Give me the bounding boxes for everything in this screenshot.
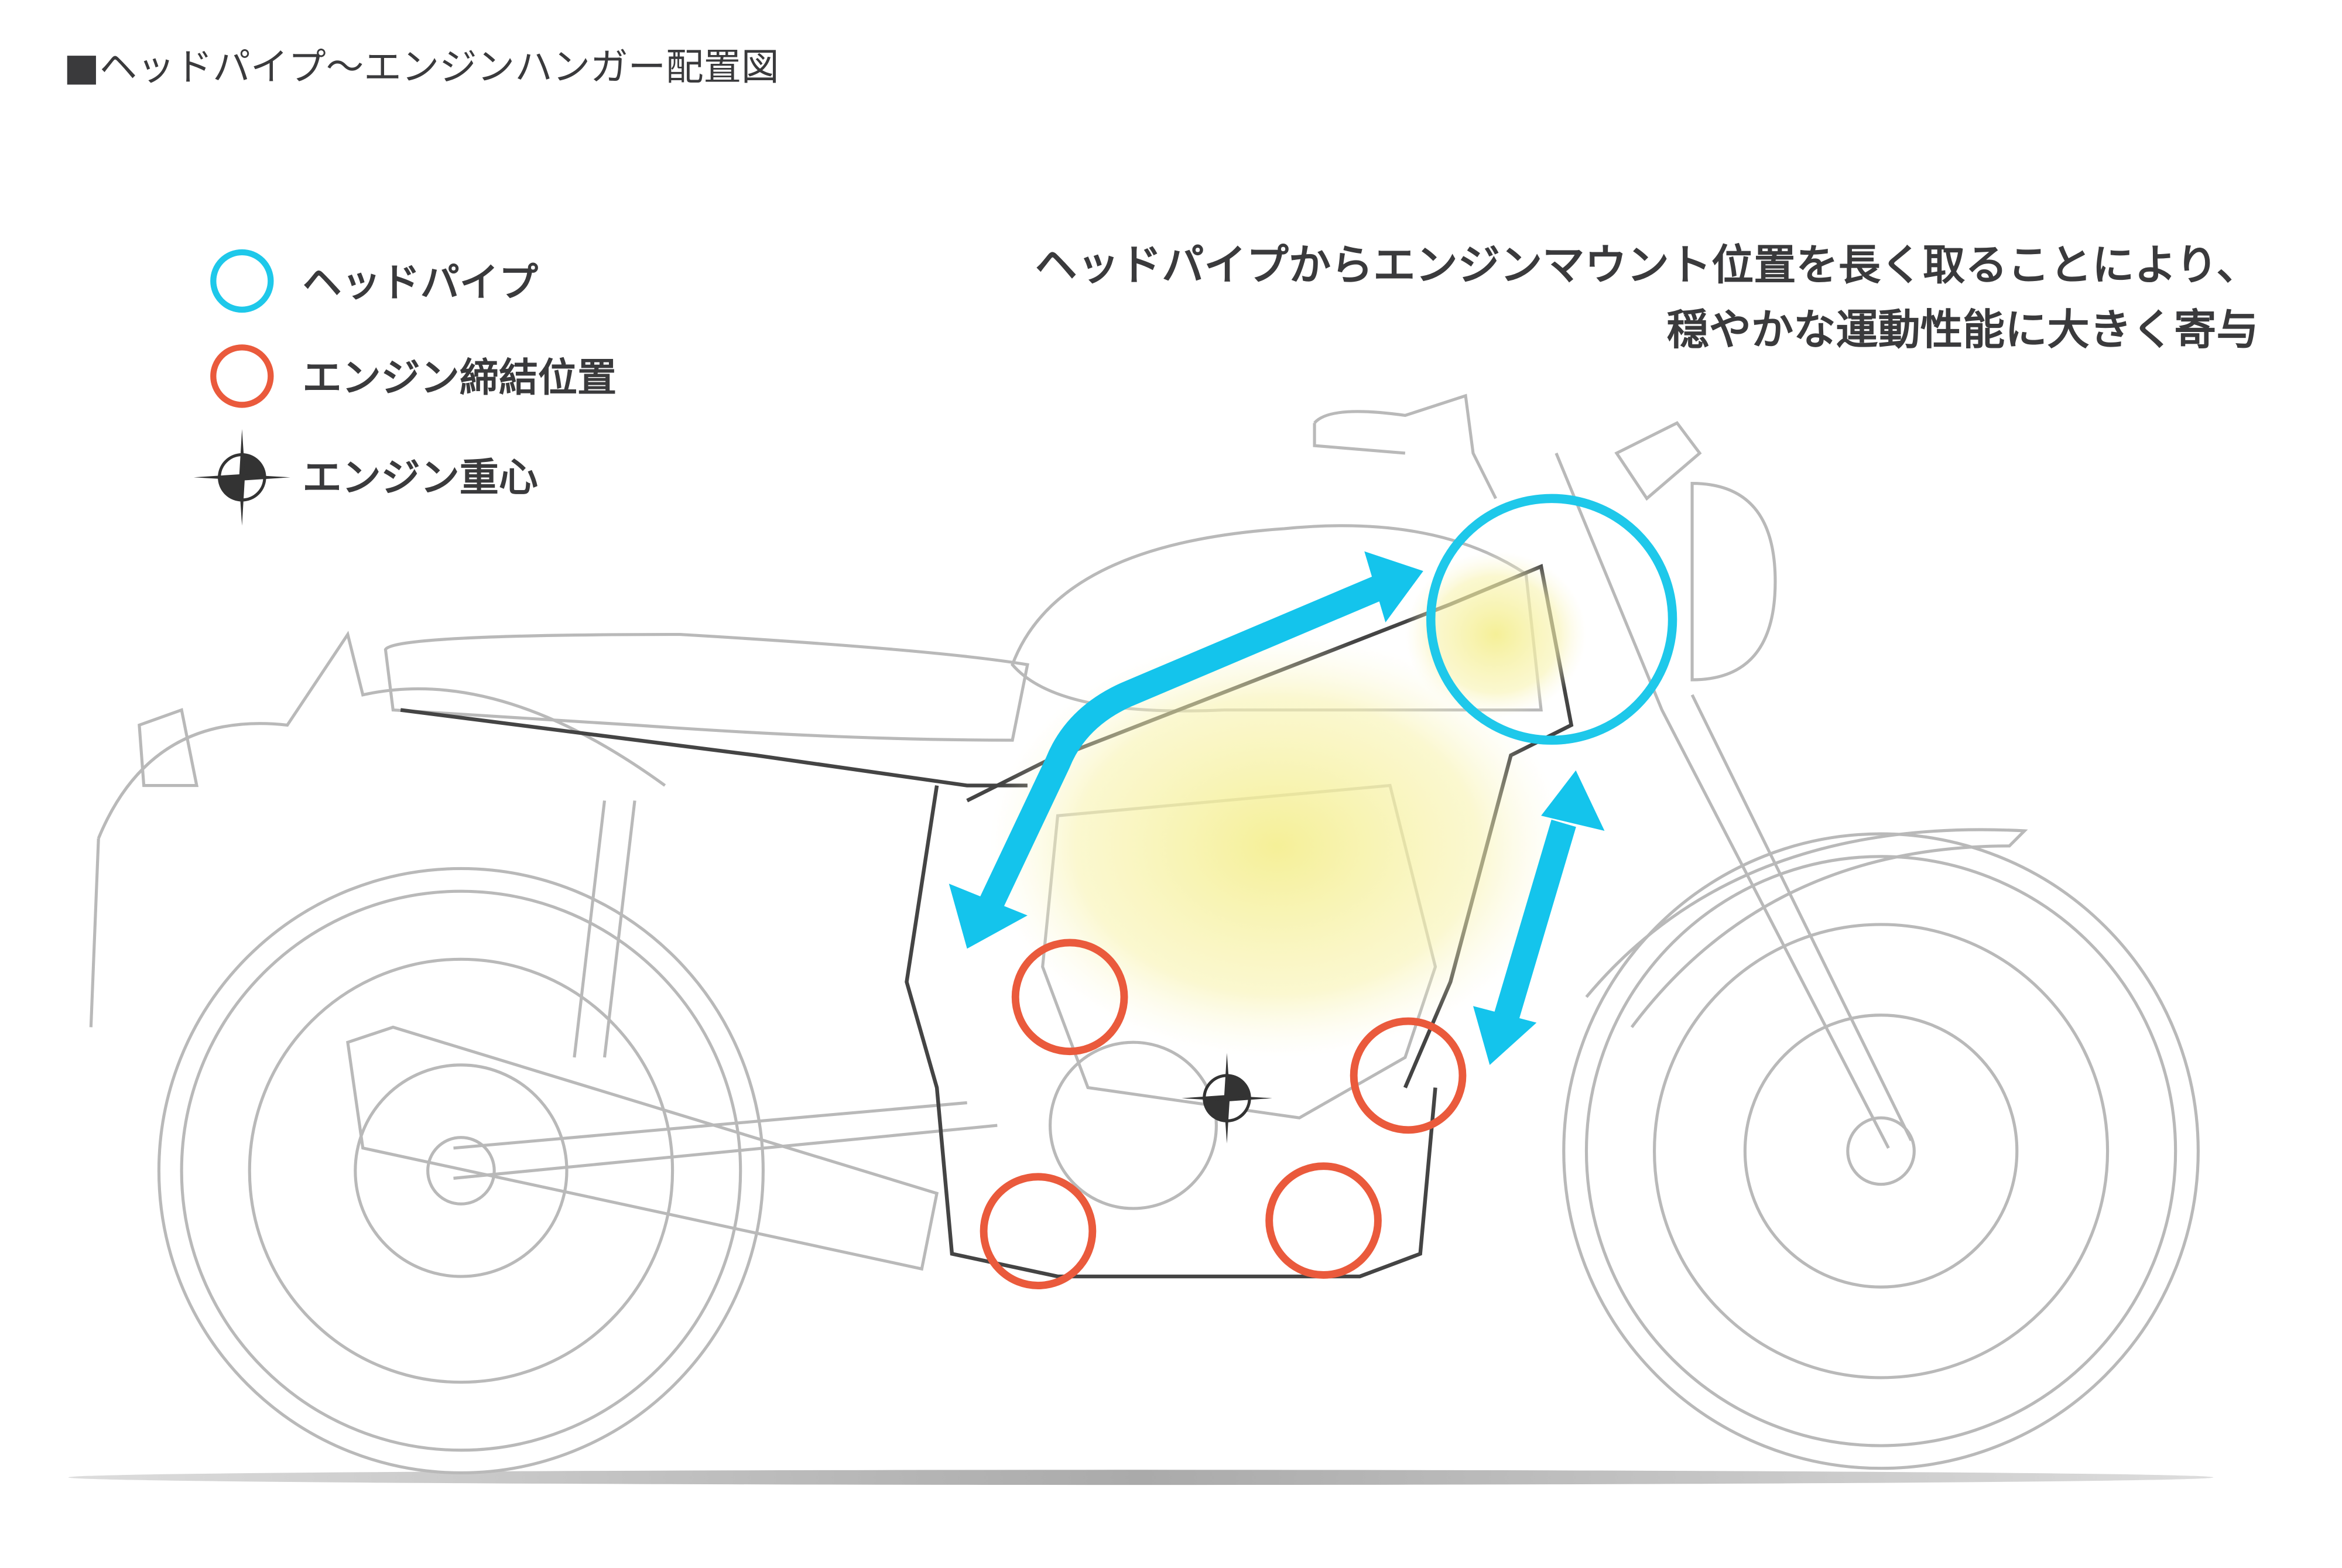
engine-center-of-gravity-marker: [1182, 1053, 1272, 1144]
caption-line-2: 穏やかな運動性能に大きく寄与: [1667, 306, 2259, 355]
center-of-gravity-icon: [193, 429, 290, 526]
swingarm: [453, 1101, 998, 1180]
steering-stem: [1614, 421, 1702, 501]
front-fender: [1585, 828, 2028, 1028]
rear-fender: [89, 631, 666, 1028]
engine-mount-marker-front: [1350, 1017, 1467, 1134]
engine-mount-marker-lower-front: [1265, 1162, 1382, 1279]
engine-mount-marker-lower-rear: [980, 1173, 1097, 1289]
handlebar: [1313, 393, 1497, 499]
front-fork: [1555, 453, 1913, 1149]
engine-highlight: [989, 634, 1564, 1057]
red-circle-icon: [210, 344, 274, 408]
legend-label-engine-mount: エンジン締結位置: [303, 355, 617, 400]
legend: ヘッドパイプ エンジン締結位置 エンジン重心: [193, 249, 617, 526]
headpipe-highlight: [1405, 551, 1587, 718]
rear-shock: [573, 800, 636, 1058]
muffler: [346, 1025, 939, 1271]
engine-cover: [1049, 1040, 1218, 1210]
blue-circle-icon: [210, 249, 274, 313]
headlight: [1690, 482, 1777, 682]
seat: [384, 633, 1029, 742]
rear-wheel: [157, 867, 765, 1475]
ground-shadow: [68, 1470, 2214, 1485]
legend-label-center-of-gravity: エンジン重心: [303, 454, 538, 500]
caption-line-1: ヘッドパイプからエンジンマウント位置を長く取ることにより、: [1035, 241, 2259, 290]
page-title: ■ヘッドパイプ〜エンジンハンガー配置図: [64, 46, 779, 90]
engine-mount-marker-upper-rear: [1011, 939, 1128, 1056]
tail-light: [138, 708, 199, 788]
front-wheel: [1562, 832, 2200, 1470]
legend-label-headpipe: ヘッドパイプ: [303, 260, 539, 306]
headpipe-marker: [1426, 494, 1677, 745]
length-arrow-headpipe-to-mount: [949, 551, 1423, 949]
length-arrow-front-mount: [1473, 770, 1605, 1065]
